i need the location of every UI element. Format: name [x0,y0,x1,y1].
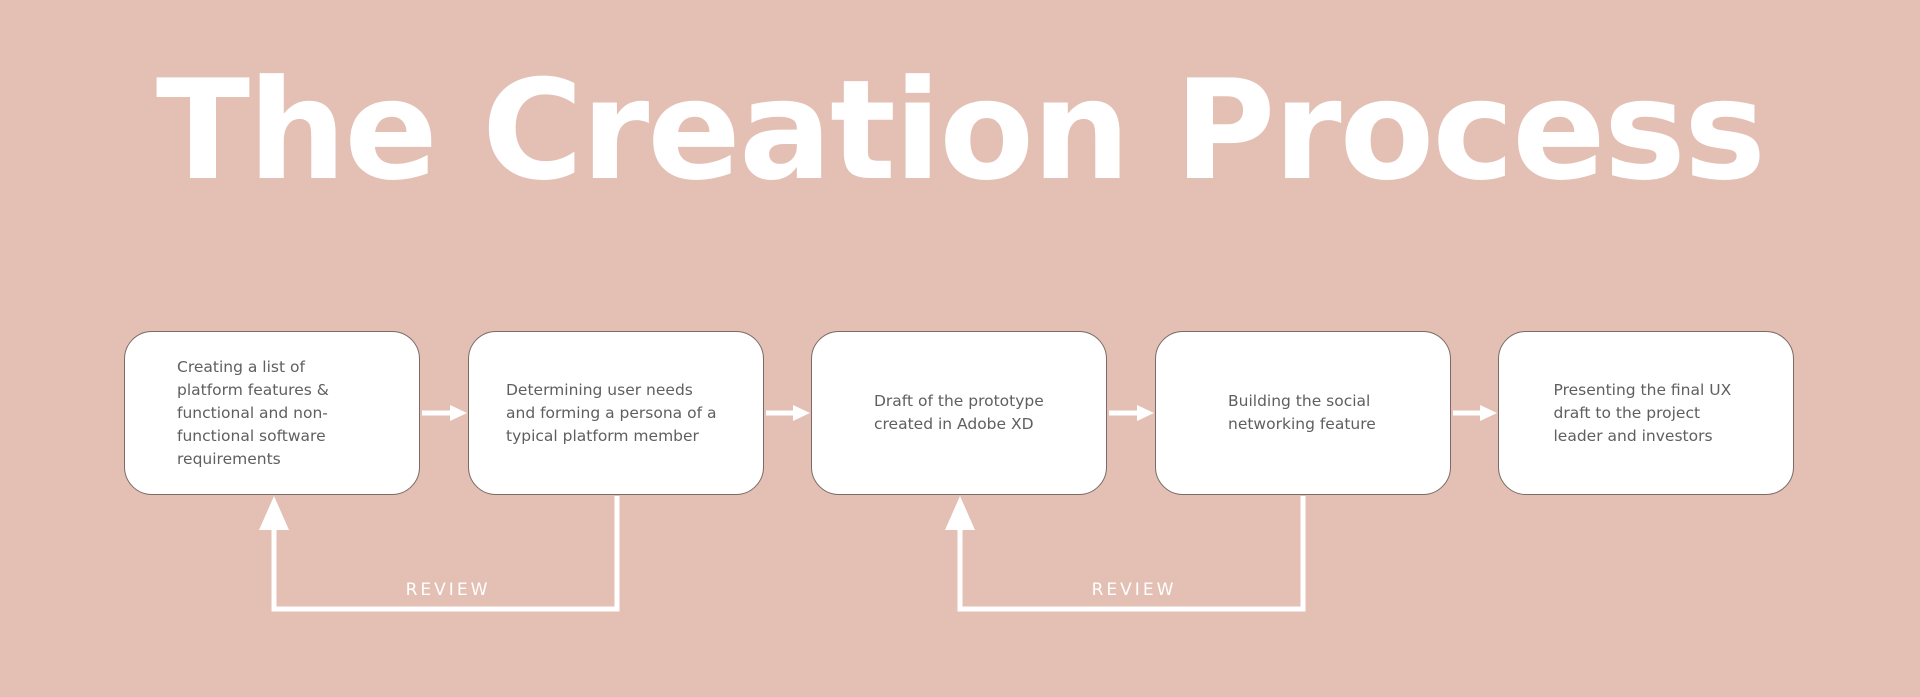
review-label-2: REVIEW [1091,580,1177,600]
process-step-1: Creating a list of platform features & f… [124,331,420,495]
review-label-1: REVIEW [405,580,491,600]
review-loop-1 [259,496,620,612]
step-3-text: Draft of the prototype created in Adobe … [874,392,1044,433]
forward-arrow-2-3 [766,405,810,421]
step-4-text: Building the social networking feature [1228,392,1376,433]
step-2-text: Determining user needs and forming a per… [506,380,717,445]
forward-arrow-3-4 [1109,405,1154,421]
process-step-2: Determining user needs and forming a per… [468,331,764,495]
forward-arrow-4-5 [1453,405,1497,421]
forward-arrow-1-2 [422,405,467,421]
step-5-text: Presenting the final UX draft to the pro… [1553,380,1732,445]
process-step-3: Draft of the prototype created in Adobe … [811,331,1107,495]
step-1-text: Creating a list of platform features & f… [177,357,329,468]
review-loop-2 [945,496,1306,612]
process-step-5: Presenting the final UX draft to the pro… [1498,331,1794,495]
process-step-4: Building the social networking feature [1155,331,1451,495]
page-title: The Creation Process [155,50,1766,211]
